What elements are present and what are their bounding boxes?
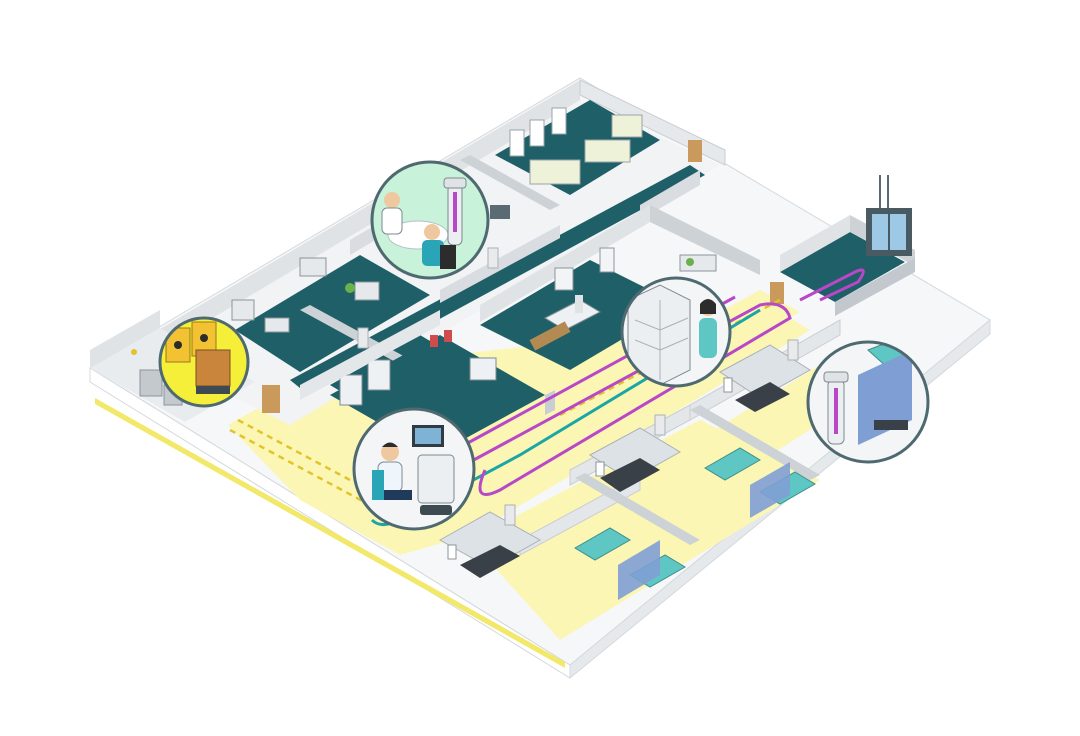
yellow-edge-strip (95, 398, 565, 668)
treatment-cabinets (339, 330, 497, 406)
disinfection-robot-icon (443, 177, 467, 246)
door-icu (262, 385, 280, 413)
ward-bench (874, 420, 908, 430)
ward-wall-4 (575, 473, 700, 545)
door-ward-1 (504, 504, 516, 526)
callout-consultation (370, 160, 490, 280)
door-upper-right (688, 140, 702, 162)
waste-room-wall (90, 310, 160, 368)
upper-wing-back-wall (150, 80, 580, 355)
door-lab (357, 327, 369, 349)
delivery-robot-icon (627, 284, 691, 386)
callout-doctor-robot (352, 407, 476, 531)
icu-rug (529, 321, 571, 351)
route-yellow-dashed-1 (229, 428, 371, 507)
door-ward-3 (787, 339, 799, 361)
elevator-wall (780, 215, 850, 272)
patient-icon (422, 224, 456, 269)
lab-equipment (231, 205, 510, 333)
waste-cart (139, 369, 163, 397)
callout-nurse-robot (620, 276, 732, 388)
callout-medical-waste (158, 316, 250, 408)
wall-b (460, 155, 560, 210)
locker-bank (509, 107, 643, 185)
nurse-icon (699, 299, 717, 358)
medical-waste-bin-icon (165, 321, 231, 394)
delivery-robot-icon (412, 425, 455, 515)
wall-sign (131, 349, 137, 355)
icu-back-wall (480, 205, 650, 322)
lab-room-floor (235, 255, 430, 372)
wall-d (440, 225, 560, 303)
storage-shelves (554, 247, 717, 291)
privacy-curtains (618, 462, 790, 600)
door-storage (770, 282, 784, 304)
icu-back-wall-right (650, 205, 760, 275)
elevator-block (780, 175, 915, 316)
ward-wall-5 (690, 405, 820, 480)
door-ward-2 (654, 414, 666, 436)
elevator-route-loop (799, 268, 865, 302)
nurse-icon (381, 192, 403, 235)
ward-rooms (438, 319, 841, 600)
treatment-wall (300, 310, 440, 400)
disinfection-robot-icon (823, 371, 849, 445)
elevator-icon (866, 175, 912, 256)
middle-block (262, 205, 784, 455)
doctor-icon (372, 442, 412, 500)
elevator-wall-front (835, 258, 915, 316)
door-corridor (487, 247, 499, 269)
route-magenta-1 (469, 302, 792, 496)
